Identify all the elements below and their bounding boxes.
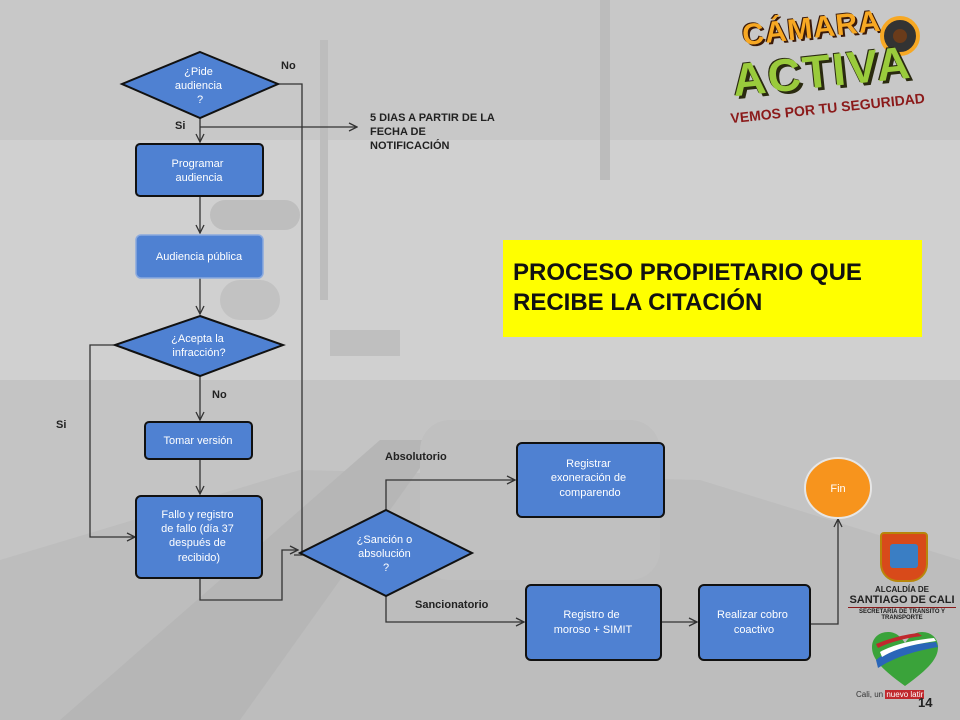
- realizar-cobro-label: Realizar cobro coactivo: [717, 609, 791, 636]
- title-line-2: RECIBE LA CITACIÓN: [513, 289, 763, 316]
- decision-acepta-infraccion: [111, 314, 286, 378]
- process-programar-audiencia: [135, 143, 264, 197]
- process-registro-moroso: [525, 584, 662, 661]
- process-tomar-version: [144, 421, 253, 460]
- label-si-top: Si: [175, 120, 185, 132]
- tomar-version-label: Tomar versión: [163, 435, 232, 447]
- fin-label: Fin: [830, 483, 845, 495]
- page-number: 14: [918, 695, 933, 710]
- process-audiencia-publica: [135, 234, 264, 279]
- label-sancionatorio: Sancionatorio: [415, 599, 489, 611]
- edge-absolutorio: [385, 480, 515, 510]
- slogan-prefix: Cali, un: [856, 690, 886, 699]
- heart-logo-icon: [872, 632, 938, 686]
- slogan: Cali, un nuevo latir: [856, 690, 925, 699]
- pide-audiencia-label: ¿Pide audiencia ?: [175, 66, 225, 106]
- label-note: 5 DIAS A PARTIR DE LA FECHA DE NOTIFICAC…: [370, 112, 498, 152]
- edge-fallo-to-sancion: [199, 550, 298, 601]
- programar-audiencia-label: Programar audiencia: [171, 158, 226, 184]
- alcaldia-line-1: ALCALDÍA DE: [875, 585, 929, 594]
- audiencia-publica-label: Audiencia pública: [156, 251, 243, 263]
- label-absolutorio: Absolutorio: [385, 451, 447, 463]
- process-registrar-exoneracion: [516, 442, 665, 518]
- title-banner: PROCESO PROPIETARIO QUE RECIBE LA CITACI…: [503, 240, 922, 337]
- sancion-absolucion-label: ¿Sanción o absolución ?: [357, 534, 416, 574]
- label-si-left: Si: [56, 419, 66, 431]
- edge-no-top: [278, 83, 303, 556]
- process-realizar-cobro: [698, 584, 811, 661]
- alcaldia-line-2: SANTIAGO DE CALI: [849, 594, 955, 606]
- label-no-top: No: [281, 60, 296, 72]
- registro-moroso-label: Registro de moroso + SIMIT: [554, 609, 633, 636]
- terminal-fin: [804, 457, 872, 519]
- alcaldia-line-3: SECRETARÍA DE TRÁNSITO Y TRANSPORTE: [848, 607, 956, 621]
- slogan-highlight: nuevo latir: [885, 690, 925, 699]
- process-fallo-registro: [135, 495, 263, 579]
- edge-cobro-to-fin: [810, 519, 838, 625]
- fallo-registro-label: Fallo y registro de fallo (día 37 despué…: [161, 509, 237, 564]
- edge-acepta-si-loop: [89, 344, 135, 537]
- title-line-1: PROCESO PROPIETARIO QUE: [513, 259, 862, 286]
- camara-activa-logo: CÁMARA ACTIVA VEMOS POR TU SEGURIDAD: [720, 5, 950, 128]
- edge-sancionatorio: [385, 596, 524, 622]
- decision-pide-audiencia: [119, 50, 281, 120]
- label-no-mid: No: [212, 389, 227, 401]
- acepta-infraccion-label: ¿Acepta la infracción?: [171, 333, 227, 359]
- decision-sancion-absolucion: [297, 508, 475, 598]
- camera-lens-icon: [880, 16, 920, 56]
- coat-of-arms-icon: [880, 532, 928, 582]
- registrar-exoneracion-label: Registrar exoneración de comparendo: [551, 458, 629, 499]
- alcaldia-logo: ALCALDÍA DE SANTIAGO DE CALI SECRETARÍA …: [848, 585, 956, 621]
